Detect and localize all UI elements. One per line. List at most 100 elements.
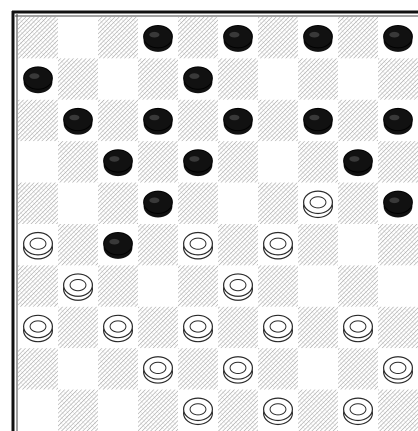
light-square[interactable] — [58, 183, 98, 224]
dark-piece[interactable] — [304, 26, 333, 52]
dark-square[interactable] — [98, 348, 138, 389]
light-piece[interactable] — [224, 357, 253, 383]
light-piece[interactable] — [104, 315, 133, 341]
dark-square[interactable] — [58, 58, 98, 99]
dark-piece[interactable] — [144, 191, 173, 217]
dark-square[interactable] — [258, 183, 298, 224]
light-piece[interactable] — [24, 233, 53, 259]
dark-square[interactable] — [218, 307, 258, 348]
dark-square[interactable] — [218, 141, 258, 182]
light-square[interactable] — [58, 348, 98, 389]
dark-square[interactable] — [98, 17, 138, 58]
dark-square[interactable] — [298, 307, 338, 348]
light-piece[interactable] — [24, 315, 53, 341]
dark-square[interactable] — [338, 348, 378, 389]
dark-piece[interactable] — [344, 150, 373, 176]
dark-square[interactable] — [18, 17, 58, 58]
dark-square[interactable] — [338, 183, 378, 224]
light-square[interactable] — [298, 348, 338, 389]
light-piece[interactable] — [144, 357, 173, 383]
light-square[interactable] — [18, 390, 58, 431]
dark-square[interactable] — [18, 100, 58, 141]
dark-piece[interactable] — [64, 108, 93, 134]
dark-square[interactable] — [218, 224, 258, 265]
dark-square[interactable] — [178, 17, 218, 58]
dark-piece[interactable] — [224, 108, 253, 134]
light-square[interactable] — [138, 265, 178, 306]
dark-square[interactable] — [178, 348, 218, 389]
light-square[interactable] — [218, 183, 258, 224]
dark-square[interactable] — [98, 100, 138, 141]
dark-square[interactable] — [258, 348, 298, 389]
dark-square[interactable] — [378, 390, 418, 431]
light-square[interactable] — [98, 58, 138, 99]
dark-piece[interactable] — [104, 150, 133, 176]
dark-square[interactable] — [138, 307, 178, 348]
dark-square[interactable] — [58, 390, 98, 431]
light-square[interactable] — [298, 265, 338, 306]
dark-square[interactable] — [298, 58, 338, 99]
dark-square[interactable] — [138, 58, 178, 99]
dark-square[interactable] — [218, 58, 258, 99]
dark-square[interactable] — [258, 100, 298, 141]
dark-square[interactable] — [138, 141, 178, 182]
light-piece[interactable] — [264, 315, 293, 341]
dark-square[interactable] — [298, 390, 338, 431]
light-square[interactable] — [338, 58, 378, 99]
dark-square[interactable] — [218, 390, 258, 431]
light-piece[interactable] — [344, 315, 373, 341]
dark-piece[interactable] — [144, 108, 173, 134]
dark-square[interactable] — [338, 17, 378, 58]
light-piece[interactable] — [184, 233, 213, 259]
dark-square[interactable] — [298, 141, 338, 182]
light-piece[interactable] — [264, 233, 293, 259]
light-square[interactable] — [378, 265, 418, 306]
dark-square[interactable] — [178, 100, 218, 141]
dark-square[interactable] — [18, 265, 58, 306]
light-piece[interactable] — [264, 398, 293, 424]
light-piece[interactable] — [384, 357, 413, 383]
light-square[interactable] — [338, 224, 378, 265]
dark-square[interactable] — [338, 265, 378, 306]
light-square[interactable] — [18, 141, 58, 182]
dark-piece[interactable] — [304, 108, 333, 134]
dark-piece[interactable] — [384, 26, 413, 52]
light-square[interactable] — [58, 17, 98, 58]
dark-square[interactable] — [58, 307, 98, 348]
light-piece[interactable] — [184, 315, 213, 341]
light-square[interactable] — [258, 58, 298, 99]
dark-piece[interactable] — [384, 191, 413, 217]
dark-square[interactable] — [298, 224, 338, 265]
dark-piece[interactable] — [104, 233, 133, 259]
dark-square[interactable] — [138, 390, 178, 431]
dark-piece[interactable] — [184, 150, 213, 176]
dark-piece[interactable] — [24, 67, 53, 93]
dark-square[interactable] — [258, 17, 298, 58]
light-piece[interactable] — [304, 191, 333, 217]
dark-square[interactable] — [58, 141, 98, 182]
dark-square[interactable] — [378, 307, 418, 348]
dark-square[interactable] — [178, 265, 218, 306]
light-piece[interactable] — [224, 274, 253, 300]
dark-piece[interactable] — [384, 108, 413, 134]
dark-square[interactable] — [378, 141, 418, 182]
dark-piece[interactable] — [224, 26, 253, 52]
dark-square[interactable] — [138, 224, 178, 265]
dark-square[interactable] — [378, 224, 418, 265]
light-piece[interactable] — [344, 398, 373, 424]
light-square[interactable] — [98, 390, 138, 431]
dark-square[interactable] — [258, 265, 298, 306]
dark-square[interactable] — [18, 348, 58, 389]
dark-square[interactable] — [178, 183, 218, 224]
dark-square[interactable] — [98, 265, 138, 306]
dark-square[interactable] — [18, 183, 58, 224]
light-square[interactable] — [258, 141, 298, 182]
dark-square[interactable] — [378, 58, 418, 99]
dark-square[interactable] — [338, 100, 378, 141]
light-piece[interactable] — [64, 274, 93, 300]
dark-piece[interactable] — [144, 26, 173, 52]
dark-square[interactable] — [98, 183, 138, 224]
light-piece[interactable] — [184, 398, 213, 424]
dark-piece[interactable] — [184, 67, 213, 93]
dark-square[interactable] — [58, 224, 98, 265]
